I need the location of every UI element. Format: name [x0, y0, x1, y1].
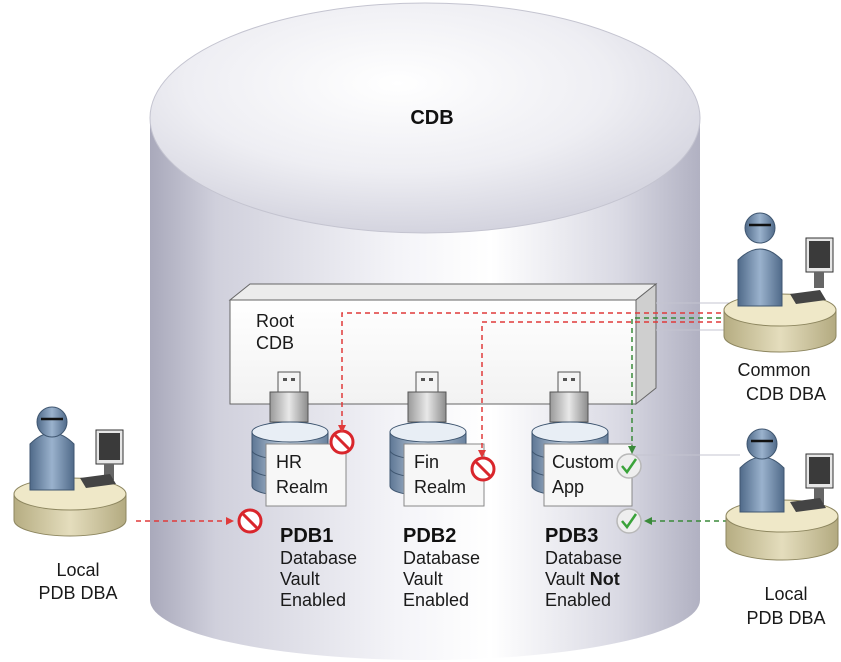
- user-label-line1: Local: [56, 560, 99, 580]
- user-label-line1: Common: [737, 360, 810, 380]
- realm-label-line2: Realm: [414, 477, 466, 497]
- pdb2: Fin Realm PDB2 Database Vault Enabled: [389, 371, 496, 610]
- pdb-name: PDB3: [545, 525, 598, 547]
- root-label-line2: CDB: [256, 333, 294, 353]
- common-cdb-dba: Common CDB DBA: [723, 212, 837, 404]
- pdb-desc-not: Not: [590, 569, 620, 589]
- local-pdb-dba-right: Local PDB DBA: [725, 428, 839, 628]
- pdb-desc-line1: Database: [403, 548, 480, 568]
- prohibited-icon: [329, 429, 355, 455]
- user-at-workstation-icon: [725, 428, 839, 561]
- app-label-line2: App: [552, 477, 584, 497]
- checkmark-icon: [616, 508, 642, 534]
- pdb-desc-vault: Vault: [545, 569, 585, 589]
- pdb-name: PDB1: [280, 525, 333, 547]
- deny-arrow-common-to-hr: [338, 312, 730, 433]
- pdb-desc-line3: Enabled: [403, 590, 469, 610]
- realm-label-line1: HR: [276, 452, 302, 472]
- common-dba-connectors: [636, 302, 740, 456]
- usb-plug-icon: [549, 371, 589, 423]
- pdb-name: PDB2: [403, 525, 456, 547]
- deny-arrow-local-to-pdb1: [136, 508, 263, 534]
- user-at-workstation-icon: [723, 212, 837, 353]
- pdb1: HR Realm PDB1 Database Vault Enabled: [251, 371, 357, 610]
- usb-plug-icon: [269, 371, 309, 423]
- user-at-workstation-icon: [13, 406, 127, 537]
- cdb-title: CDB: [410, 107, 453, 129]
- realm-label-line1: Fin: [414, 452, 439, 472]
- prohibited-icon: [237, 508, 263, 534]
- realm-box: [403, 443, 485, 507]
- realm-label-line2: Realm: [276, 477, 328, 497]
- usb-plug-icon: [407, 371, 447, 423]
- pdb-desc-line2: Vault: [403, 569, 443, 589]
- local-pdb-dba-left: Local PDB DBA: [13, 406, 127, 603]
- pdb-desc-line3: Enabled: [545, 590, 611, 610]
- root-label-line1: Root: [256, 311, 294, 331]
- user-label-line2: CDB DBA: [746, 384, 826, 404]
- pdb-desc-line1: Database: [545, 548, 622, 568]
- prohibited-icon: [470, 456, 496, 482]
- checkmark-icon: [616, 453, 642, 479]
- pdb-desc-line1: Database: [280, 548, 357, 568]
- pdb-desc-line3: Enabled: [280, 590, 346, 610]
- deny-arrow-common-to-fin: [478, 321, 730, 458]
- realm-box: [265, 443, 347, 507]
- user-label-line2: PDB DBA: [746, 608, 825, 628]
- pdb-desc-line2: Vault: [280, 569, 320, 589]
- user-label-line1: Local: [764, 584, 807, 604]
- app-label-line1: Custom: [552, 452, 614, 472]
- user-label-line2: PDB DBA: [38, 583, 117, 603]
